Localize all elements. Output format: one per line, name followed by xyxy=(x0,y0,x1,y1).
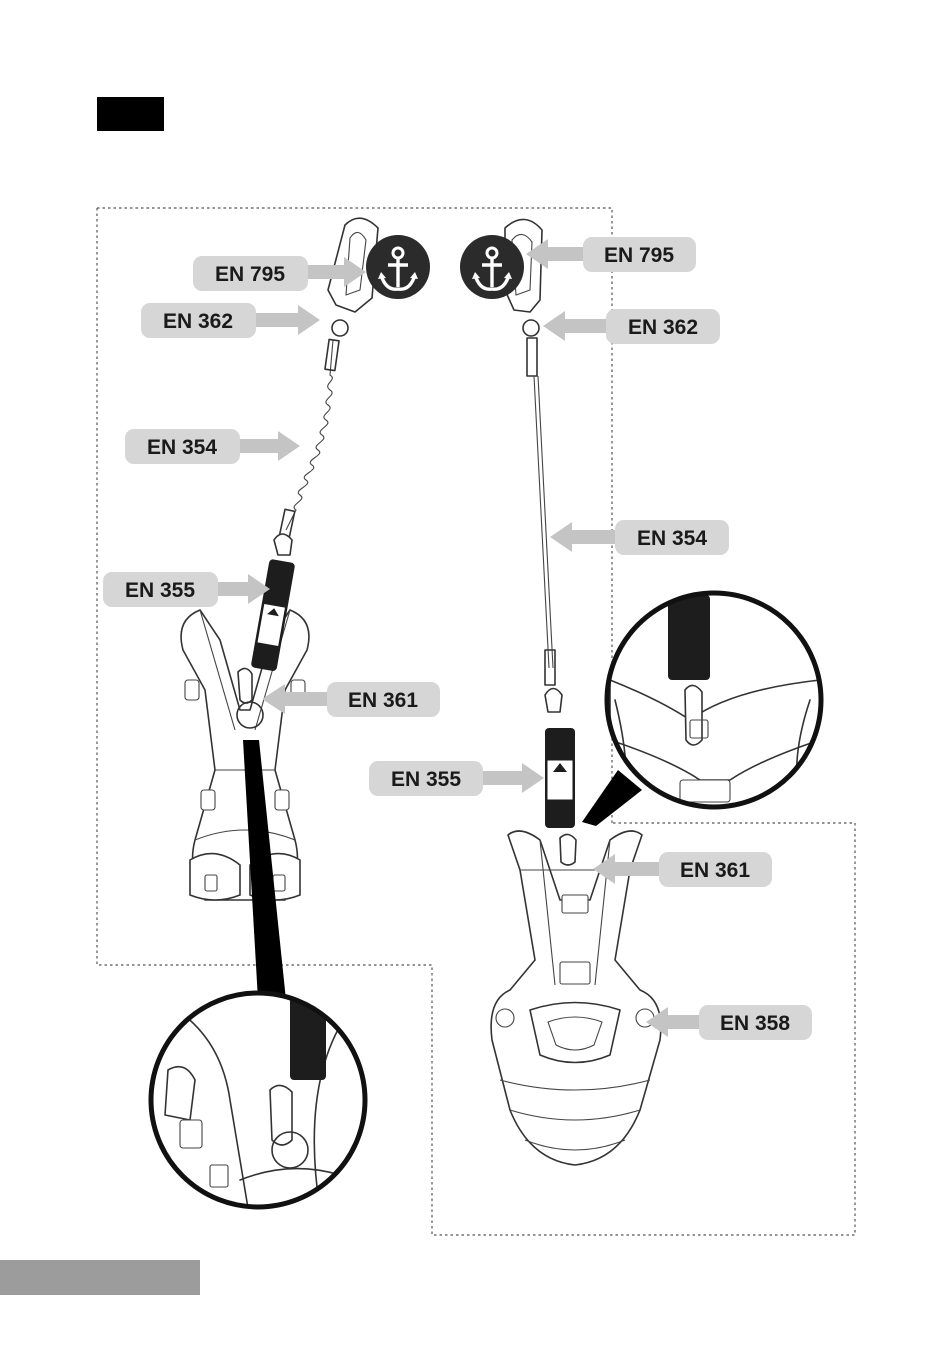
label-right-en355: EN 355 xyxy=(369,761,544,796)
svg-text:EN 361: EN 361 xyxy=(680,859,750,882)
arrow-left-icon xyxy=(543,311,612,341)
left-zoom-detail xyxy=(151,990,365,1220)
right-zoom-detail xyxy=(607,593,821,807)
left-anchor-badge xyxy=(366,235,430,299)
section-marker-block xyxy=(97,97,164,131)
label-left-en361: EN 361 xyxy=(262,682,440,717)
svg-text:EN 355: EN 355 xyxy=(391,768,461,791)
right-anchor-badge xyxy=(460,235,524,299)
right-webbing-lanyard xyxy=(534,376,553,668)
arrow-right-icon xyxy=(232,431,300,461)
arrow-right-icon xyxy=(476,763,544,793)
arrow-left-icon xyxy=(550,522,620,552)
arrow-right-icon xyxy=(248,305,320,335)
svg-text:EN 355: EN 355 xyxy=(125,579,195,602)
svg-text:EN 354: EN 354 xyxy=(147,436,217,459)
svg-text:EN 795: EN 795 xyxy=(604,244,674,267)
label-right-en354: EN 354 xyxy=(550,520,729,555)
svg-text:EN 358: EN 358 xyxy=(720,1012,790,1035)
svg-text:EN 361: EN 361 xyxy=(348,689,418,712)
label-right-en358: EN 358 xyxy=(646,1005,812,1040)
label-left-en362: EN 362 xyxy=(141,303,320,338)
right-harness xyxy=(491,831,661,1165)
arrow-right-icon xyxy=(210,574,270,604)
right-energy-absorber xyxy=(545,728,575,828)
label-left-en354: EN 354 xyxy=(125,429,300,464)
right-chest-connector xyxy=(560,834,576,865)
label-right-en795: EN 795 xyxy=(526,237,696,272)
svg-text:EN 362: EN 362 xyxy=(163,310,233,333)
svg-text:EN 362: EN 362 xyxy=(628,316,698,339)
footer-bar xyxy=(0,1260,200,1295)
label-left-en355: EN 355 xyxy=(103,572,270,607)
svg-text:EN 354: EN 354 xyxy=(637,527,707,550)
label-right-en362: EN 362 xyxy=(543,309,720,344)
left-dorsal-connector xyxy=(238,668,252,703)
svg-text:EN 795: EN 795 xyxy=(215,263,285,286)
